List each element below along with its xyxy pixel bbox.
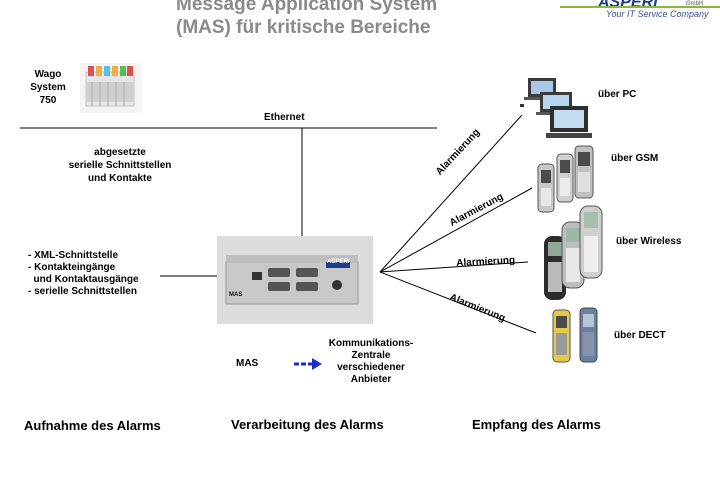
wireless-phone-3 [579,205,603,279]
wago-label: Wago System 750 [20,68,76,107]
title-line-1: Message Application System [176,0,438,15]
legend-mas-label: MAS [236,358,259,369]
legend-center-line-1: Kommunikations- [328,338,414,349]
target-wireless-label: über Wireless [616,236,682,247]
interfaces-line-3: und Kontakte [88,173,152,184]
legend-center-line-3: verschiedener [337,362,405,373]
gsm-phone-1 [537,163,555,213]
feature-item: und Kontaktausgänge [28,274,139,285]
legend-center-label: Kommunikations- Zentrale verschiedener A… [320,338,422,386]
alarm-line-gsm [379,187,533,273]
feature-item: - serielle Schnittstellen [28,286,137,297]
title-line-2: (MAS) für kritische Bereiche [176,17,431,38]
interfaces-line-1: abgesetzte [94,147,146,158]
wago-line-1: Wago [34,69,62,80]
device-model: MAS [229,292,243,298]
target-pc-label: über PC [598,89,637,100]
section-processing: Verarbeitung des Alarms [231,417,384,432]
wago-line-3: 750 [39,95,57,106]
wireless-phone-2 [561,221,585,289]
target-gsm-label: über GSM [611,153,659,164]
company-logo: ASPERI [598,0,658,11]
gsm-phone-3 [574,145,594,199]
dect-phone-1 [552,309,571,363]
dect-phone-2 [579,307,598,363]
alarm-line-wireless [379,261,529,273]
logo-gmbh: GmbH [686,1,704,7]
feature-list: - XML-Schnittstelle - Kontakteingänge un… [28,250,139,298]
pc-icon-3 [546,106,592,138]
interfaces-line-2: serielle Schnittstellen [68,160,172,171]
legend-center-line-4: Anbieter [350,374,392,385]
gsm-phone-2 [556,153,574,203]
alarm-line-pc [379,114,523,273]
legend-center-line-2: Zentrale [351,350,391,361]
interfaces-label: abgesetzte serielle Schnittstellen und K… [50,146,190,185]
company-tagline: Your IT Service Company [606,9,709,19]
device-brand: ASPERI [327,259,350,265]
feature-item: - Kontakteingänge [28,262,116,273]
wireless-phone-1 [544,236,566,300]
alarm-line-dect [379,271,537,334]
wago-line-2: System [30,82,66,93]
ethernet-label: Ethernet [264,112,305,123]
target-dect-label: über DECT [614,330,666,341]
section-capture: Aufnahme des Alarms [24,418,161,433]
section-reception: Empfang des Alarms [472,417,601,432]
legend-arrow-head [312,358,322,370]
feature-item: - XML-Schnittstelle [28,250,119,261]
